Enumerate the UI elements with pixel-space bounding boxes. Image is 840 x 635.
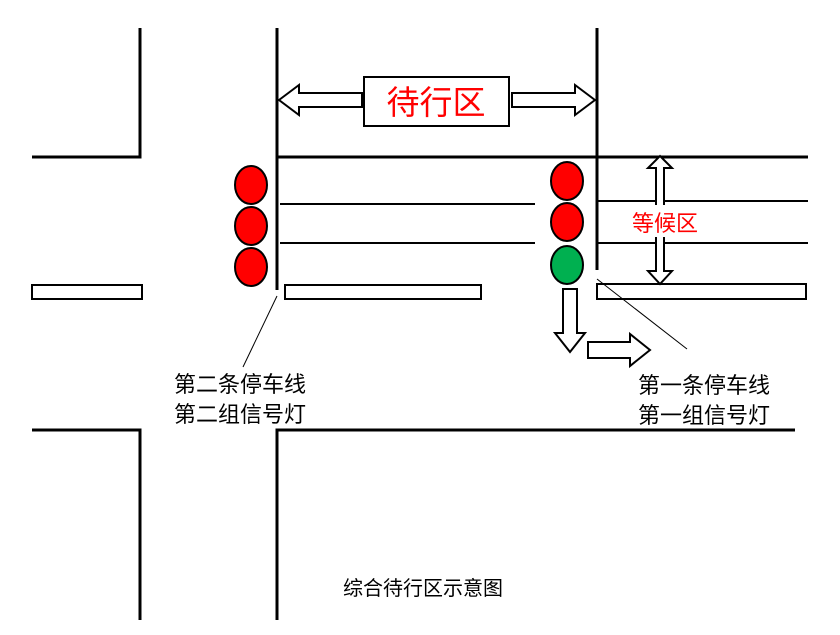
signal-1-label: 第一组信号灯 bbox=[638, 404, 770, 429]
signal-group-2 bbox=[234, 165, 268, 287]
signal-1-light-top bbox=[550, 161, 584, 201]
signal-2-light-bottom bbox=[234, 247, 268, 287]
diagram-caption: 综合待行区示意图 bbox=[343, 576, 503, 600]
waiting-zone-label: 待行区 bbox=[387, 83, 486, 122]
leader-line-stop-1 bbox=[596, 278, 688, 350]
road-edge-bottom-left bbox=[32, 428, 142, 620]
signal-1-light-middle bbox=[550, 202, 584, 242]
median-bars bbox=[31, 283, 807, 300]
leader-lines bbox=[242, 278, 688, 368]
holding-zone-marker: 等候区 bbox=[622, 154, 708, 286]
waiting-zone-box bbox=[363, 76, 510, 127]
stopline-2-label: 第二条停车线 bbox=[174, 373, 306, 398]
arrow-right-icon bbox=[511, 83, 597, 117]
signal-2-light-middle bbox=[234, 206, 268, 246]
signal-2-light-top bbox=[234, 165, 268, 205]
arrow-turn-right-icon bbox=[587, 331, 652, 369]
holding-zone-label-bg bbox=[622, 205, 708, 237]
road-edge-bottom-right bbox=[275, 428, 795, 620]
leader-line-stop-2 bbox=[242, 295, 278, 368]
holding-zone-label: 等候区 bbox=[632, 212, 698, 237]
waiting-zone-header: 待行区 bbox=[277, 76, 597, 127]
lane-lines bbox=[280, 200, 808, 244]
annotations: 第二条停车线 第二组信号灯 第一条停车线 第一组信号灯 综合待行区示意图 bbox=[174, 373, 770, 600]
road-edges bbox=[32, 28, 808, 620]
road-edge-top-left bbox=[32, 28, 142, 159]
turn-arrows bbox=[552, 288, 652, 369]
median-bar-middle bbox=[284, 284, 482, 300]
median-bar-right bbox=[596, 283, 807, 300]
signal-1-light-bottom bbox=[550, 245, 584, 285]
arrow-left-icon bbox=[277, 83, 363, 117]
arrow-down-icon bbox=[552, 288, 588, 354]
stopline-1-label: 第一条停车线 bbox=[638, 374, 770, 399]
signal-group-1 bbox=[550, 161, 584, 285]
median-bar-left bbox=[31, 284, 143, 300]
signal-2-label: 第二组信号灯 bbox=[174, 403, 306, 428]
